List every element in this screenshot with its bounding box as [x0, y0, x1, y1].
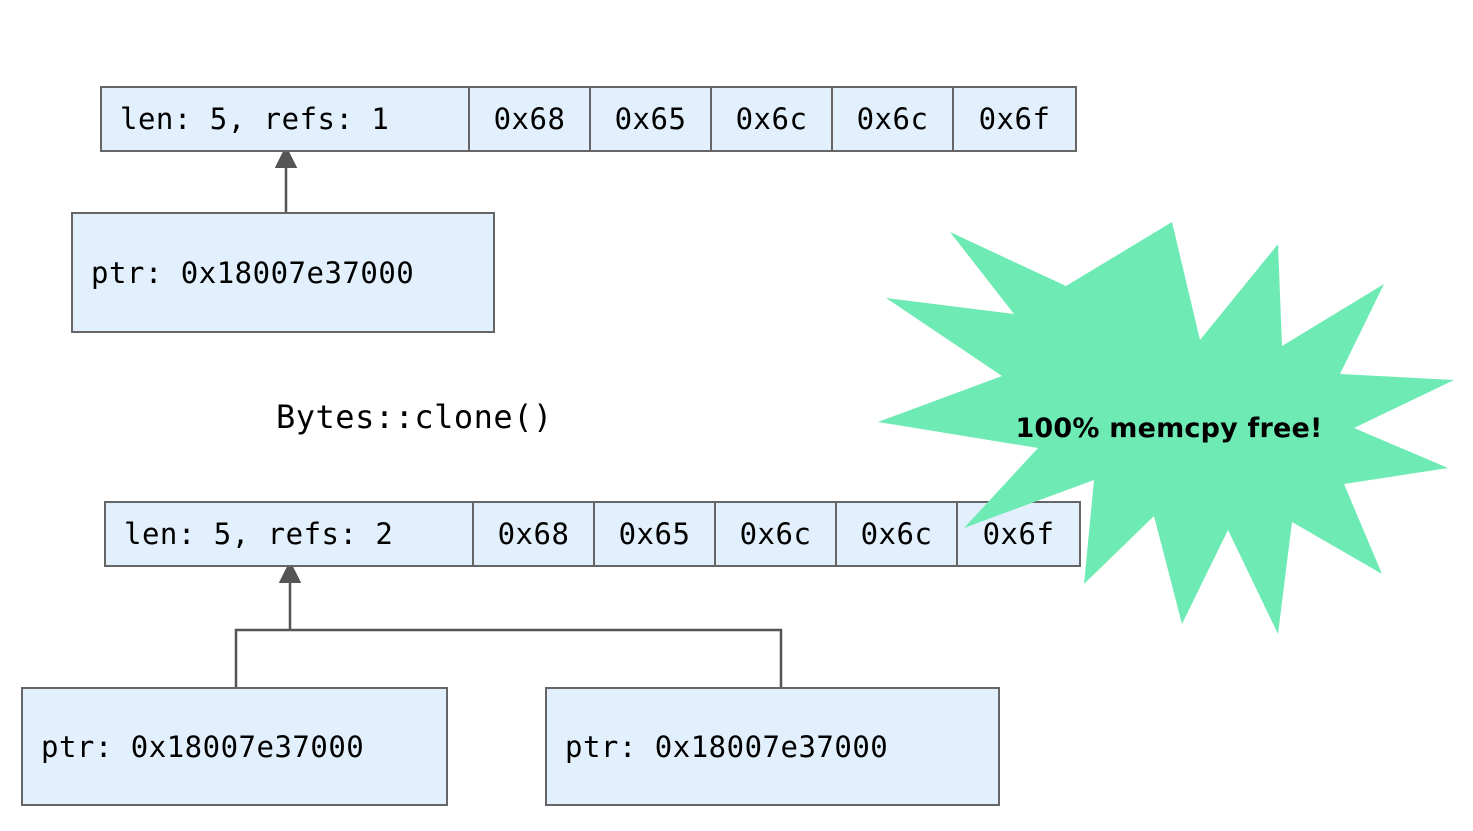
operation-label: Bytes::clone(): [276, 398, 553, 436]
callout-starburst: 100% memcpy free!: [878, 222, 1454, 634]
allocation-row-before: len: 5, refs: 1 0x68 0x65 0x6c 0x6c 0x6f: [100, 86, 1077, 152]
byte-cell: 0x65: [595, 503, 716, 565]
byte-cell: 0x68: [470, 88, 591, 150]
connector-bottom-merge: [234, 560, 783, 688]
byte-cell: 0x6c: [712, 88, 833, 150]
allocation-header-after: len: 5, refs: 2: [106, 503, 474, 565]
pointer-box-before: ptr: 0x18007e37000: [71, 212, 495, 333]
allocation-row-after: len: 5, refs: 2 0x68 0x65 0x6c 0x6c 0x6f: [104, 501, 1081, 567]
pointer-box-after-left: ptr: 0x18007e37000: [21, 687, 448, 806]
byte-cell: 0x6c: [716, 503, 837, 565]
byte-cell: 0x65: [591, 88, 712, 150]
starburst-icon: [878, 222, 1454, 634]
byte-cell: 0x68: [474, 503, 595, 565]
byte-cell: 0x6f: [954, 88, 1075, 150]
byte-cell: 0x6c: [837, 503, 958, 565]
pointer-box-after-right: ptr: 0x18007e37000: [545, 687, 1000, 806]
byte-cell: 0x6c: [833, 88, 954, 150]
allocation-header-before: len: 5, refs: 1: [102, 88, 470, 150]
